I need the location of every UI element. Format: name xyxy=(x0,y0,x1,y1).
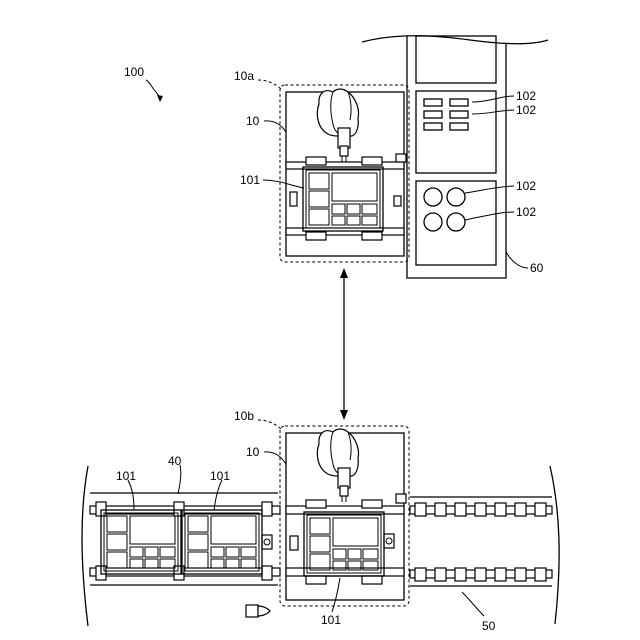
button-round xyxy=(424,188,442,206)
button-rect xyxy=(450,99,468,106)
conveyor-right xyxy=(410,466,559,624)
label-panel: 60 xyxy=(530,261,544,275)
button-rect xyxy=(424,111,442,118)
tray-top xyxy=(303,167,383,231)
button-rect xyxy=(424,99,442,106)
label-state-b: 10b xyxy=(234,409,254,423)
label-tray-top: 101 xyxy=(240,173,260,187)
label-robot-top: 10 xyxy=(246,114,260,128)
label-button-upper-1: 102 xyxy=(516,89,536,103)
button-round xyxy=(447,213,465,231)
button-rect xyxy=(450,123,468,130)
button-round xyxy=(447,188,465,206)
robot-arm-top xyxy=(317,89,358,162)
tray-bottom xyxy=(304,512,384,576)
label-robot-bottom: 10 xyxy=(246,445,260,459)
sensor-icon xyxy=(246,605,258,617)
button-round xyxy=(424,213,442,231)
label-button-lower-1: 102 xyxy=(516,179,536,193)
label-conveyor-left: 40 xyxy=(168,454,182,468)
label-state-a: 10a xyxy=(234,69,254,83)
robot-cell-top xyxy=(280,85,409,262)
button-rect xyxy=(450,111,468,118)
label-system: 100 xyxy=(124,65,144,79)
tray-conveyor-1 xyxy=(101,510,181,574)
conveyor-left xyxy=(82,466,280,626)
robot-arm-bottom xyxy=(317,429,358,502)
label-button-lower-2: 102 xyxy=(516,205,536,219)
label-conveyor-right: 50 xyxy=(482,619,496,633)
robot-cell-bottom xyxy=(280,426,409,606)
button-rect xyxy=(424,123,442,130)
label-tray-conv-2: 101 xyxy=(210,469,230,483)
movement-arrow xyxy=(340,268,348,420)
control-panel xyxy=(362,36,548,278)
label-button-upper-2: 102 xyxy=(516,103,536,117)
label-tray-bottom: 101 xyxy=(321,613,341,627)
tray-conveyor-2 xyxy=(182,510,262,574)
label-tray-conv-1: 101 xyxy=(116,469,136,483)
